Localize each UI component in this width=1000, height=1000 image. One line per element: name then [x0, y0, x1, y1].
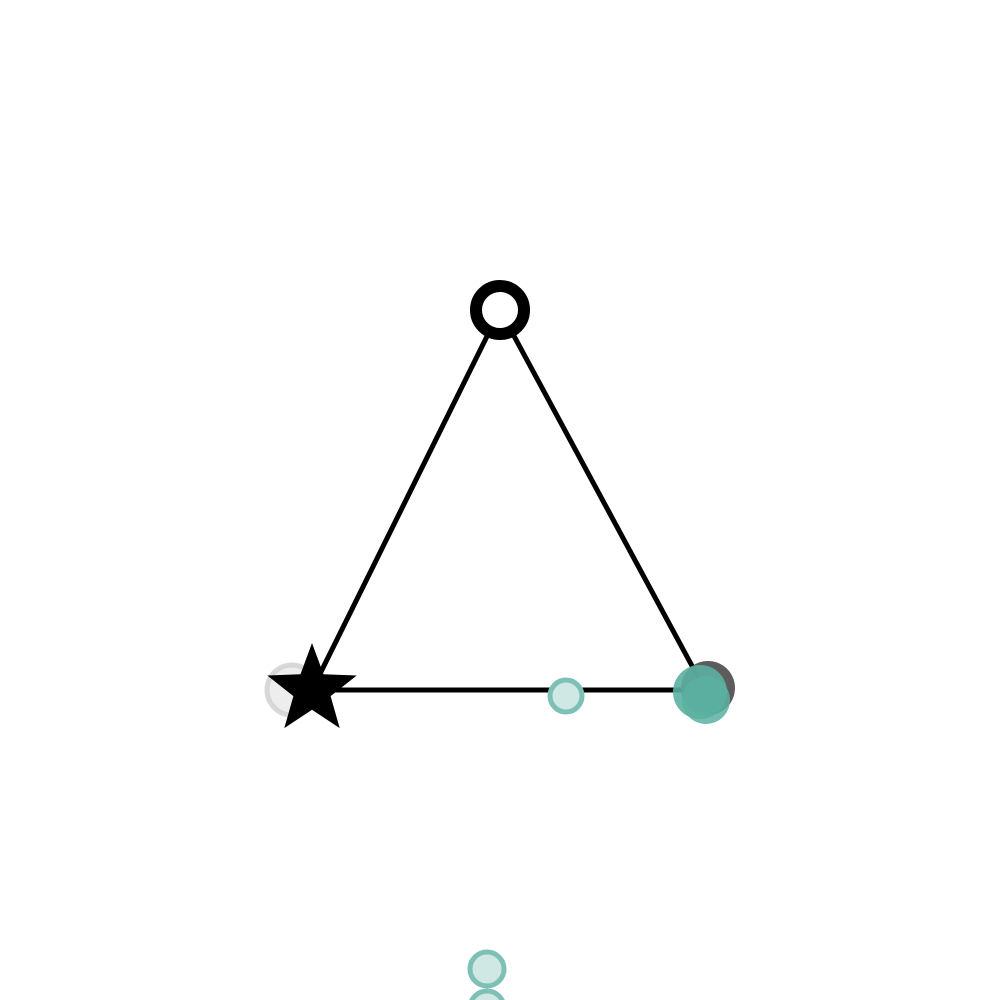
bottom-left-vertex	[264, 643, 357, 729]
top-vertex	[470, 280, 530, 340]
teal-disc	[682, 676, 730, 724]
triangle-edges	[309, 307, 708, 693]
edge-top-left	[309, 307, 503, 693]
bottom-right-vertex	[673, 661, 735, 724]
teal-hollow-point	[467, 949, 507, 989]
edge-top-right	[497, 307, 708, 693]
star-icon	[267, 643, 357, 729]
ring-icon	[470, 280, 530, 340]
teal-hollow-point	[547, 677, 585, 715]
teal-hollow-point	[469, 988, 505, 1000]
